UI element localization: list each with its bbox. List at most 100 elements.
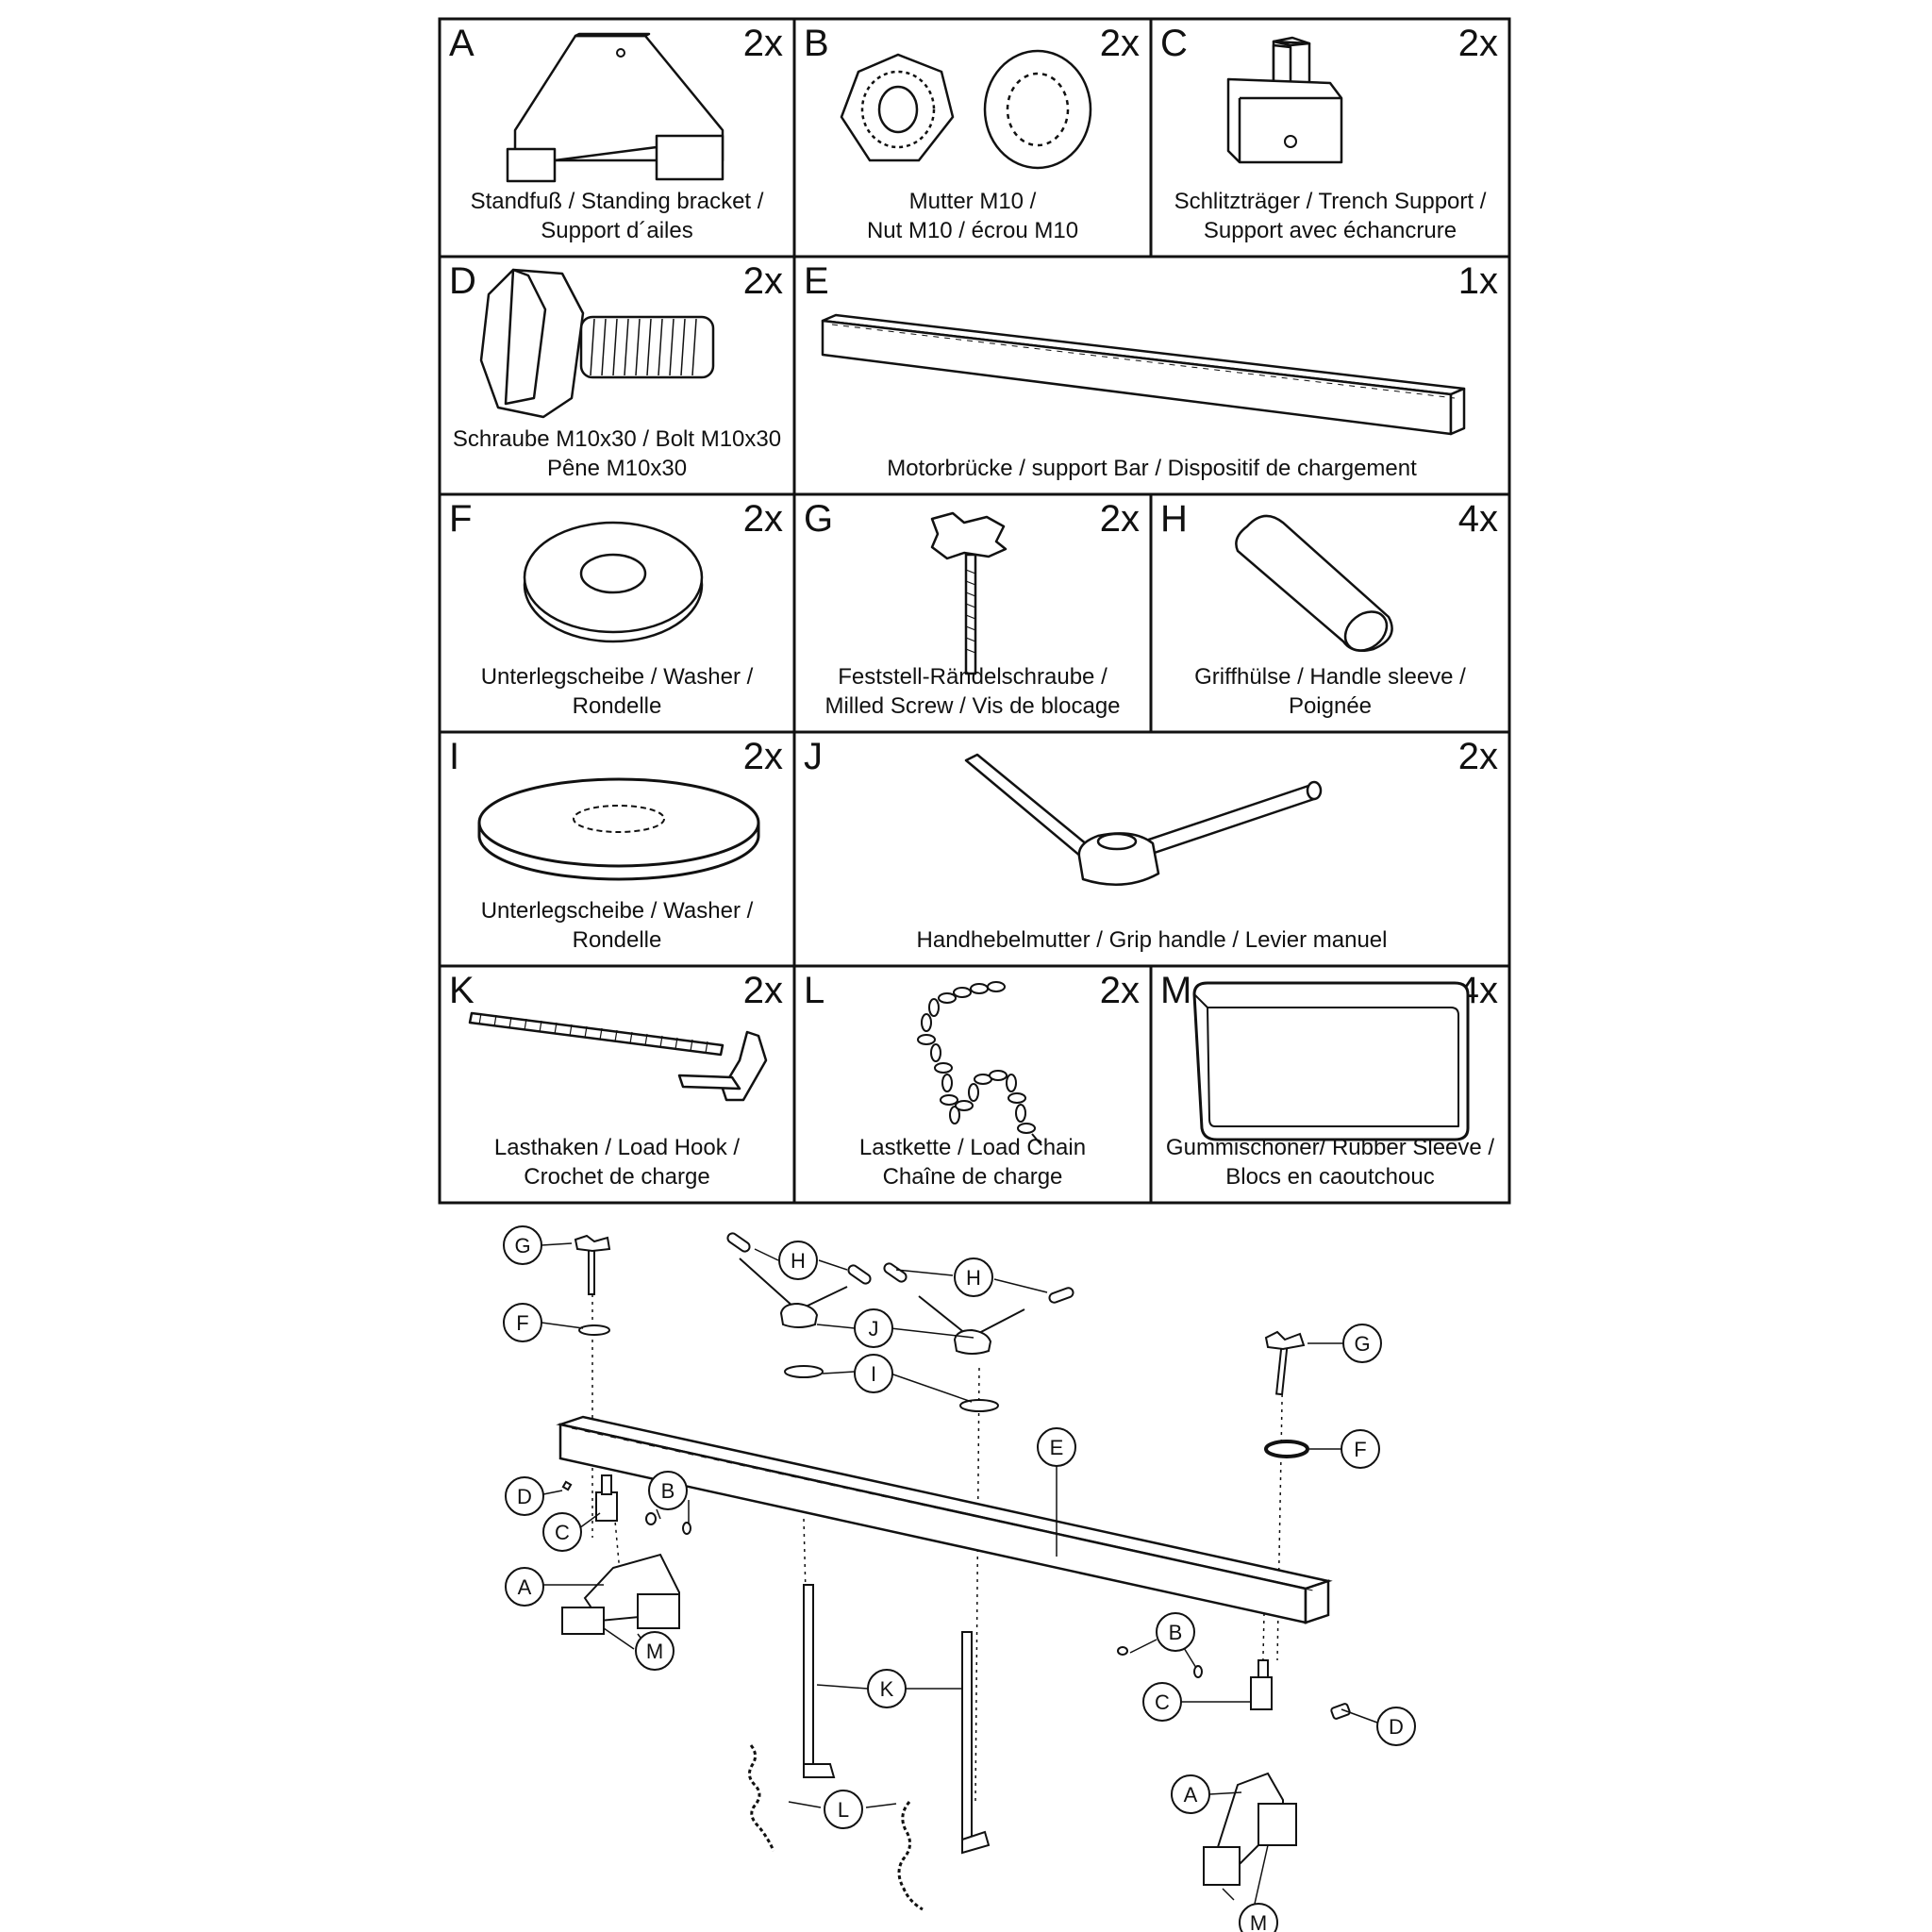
assembly-milled-screw-right — [1264, 1330, 1306, 1396]
callout-label: I — [871, 1362, 876, 1386]
assembly-handle-sleeves — [726, 1232, 1074, 1304]
callout-label: E — [1050, 1436, 1064, 1459]
part-caption: Standfuß / Standing bracket / Support d´… — [440, 187, 794, 245]
caption-line: Nut M10 / écrou M10 — [866, 218, 1079, 243]
part-caption: Unterlegscheibe / Washer / Rondelle — [440, 896, 794, 955]
caption-line: Lastkette / Load Chain — [858, 1135, 1087, 1160]
callout-label: L — [838, 1798, 849, 1822]
assembly-large-washer-right — [959, 1399, 999, 1412]
caption-line: Pêne M10x30 — [546, 456, 688, 481]
part-letter: J — [804, 736, 823, 777]
nut-and-washer-illustration — [840, 49, 1092, 170]
part-caption: Motorbrücke / support Bar / Dispositif d… — [794, 454, 1509, 483]
caption-line: Schraube M10x30 / Bolt M10x30 — [452, 426, 782, 452]
callout-label: B — [661, 1479, 675, 1503]
callout-label: D — [517, 1485, 532, 1508]
caption-line: Crochet de charge — [524, 1164, 710, 1190]
caption-line: Griffhülse / Handle sleeve / — [1194, 664, 1466, 690]
callout-label: K — [880, 1677, 894, 1701]
caption-line: Standfuß / Standing bracket / — [470, 189, 764, 214]
part-cell-D: D 2x Schraube M10x30 / Bolt M10x30 Pêne … — [440, 257, 794, 494]
caption-line: Lasthaken / Load Hook / — [493, 1135, 741, 1160]
part-cell-B: B 2x Mutter M10 / Nut M10 / écrou M10 — [794, 19, 1151, 257]
part-caption: Unterlegscheibe / Washer / Rondelle — [440, 662, 794, 721]
rubber-sleeve-illustration — [1192, 981, 1470, 1141]
callout-circles — [503, 1225, 1416, 1932]
part-quantity: 2x — [742, 970, 783, 1011]
part-cell-E: E 1x Motorbrücke / support Bar / Disposi… — [794, 257, 1509, 494]
part-quantity: 2x — [742, 498, 783, 540]
callout-label: M — [1250, 1911, 1267, 1932]
callout-label: F — [1354, 1438, 1366, 1461]
caption-line: Support d´ailes — [541, 218, 693, 243]
part-caption: Handhebelmutter / Grip handle / Levier m… — [794, 925, 1509, 955]
part-quantity: 2x — [742, 23, 783, 64]
part-cell-F: F 2x Unterlegscheibe / Washer / Rondelle — [440, 494, 794, 732]
part-letter: K — [449, 970, 475, 1011]
assembly-right-bracket-group — [1117, 1646, 1351, 1886]
callout-label: G — [514, 1234, 530, 1257]
caption-line: Handhebelmutter / Grip handle / Levier m… — [916, 927, 1388, 953]
part-quantity: 2x — [742, 736, 783, 777]
assembly-load-chains — [748, 1744, 924, 1911]
part-cell-L: L 2x Lastkette / Load Chain Chaîne de ch… — [794, 966, 1151, 1203]
load-hook-illustration — [468, 1011, 768, 1102]
part-cell-K: K 2x Lasthaken / Load Hook / Crochet de … — [440, 966, 794, 1203]
part-letter: M — [1160, 970, 1192, 1011]
caption-line: Chaîne de charge — [882, 1164, 1063, 1190]
caption-line: Milled Screw / Vis de blocage — [824, 693, 1121, 719]
parts-grid: A 2x Standfuß / Standing bracket / Suppo… — [438, 17, 1511, 1205]
callout-label: H — [966, 1266, 981, 1290]
caption-line: Rondelle — [572, 693, 662, 719]
part-letter: I — [449, 736, 460, 777]
part-cell-C: C 2x Schlitzträger / Trench Support / Su… — [1151, 19, 1509, 257]
grid-lines — [438, 17, 1511, 1205]
caption-line: Unterlegscheibe / Washer / — [480, 898, 754, 924]
callout-label: F — [516, 1311, 528, 1335]
callout-label: B — [1169, 1621, 1183, 1644]
assembly-left-bracket-group — [561, 1474, 691, 1635]
part-letter: G — [804, 498, 834, 540]
part-cell-I: I 2x Unterlegscheibe / Washer / Rondelle — [440, 732, 794, 966]
part-caption: Feststell-Rändelschraube / Milled Screw … — [794, 662, 1151, 721]
part-cell-G: G 2x Feststell-Rändelschraube / Milled S… — [794, 494, 1151, 732]
callout-label: J — [869, 1317, 879, 1341]
caption-line: Mutter M10 / — [908, 189, 1037, 214]
bolt-illustration — [479, 268, 715, 419]
callout-label: A — [1184, 1783, 1198, 1807]
part-letter: B — [804, 23, 829, 64]
handle-sleeve-illustration — [1235, 514, 1393, 652]
part-quantity: 2x — [742, 260, 783, 302]
callout-label: H — [791, 1249, 806, 1273]
part-letter: C — [1160, 23, 1188, 64]
part-caption: Lastkette / Load Chain Chaîne de charge — [794, 1133, 1151, 1191]
callout-label: C — [555, 1521, 570, 1544]
part-cell-M: M 4x Gummischoner/ Rubber Sleeve / Blocs… — [1151, 966, 1509, 1203]
part-quantity: 2x — [1457, 736, 1498, 777]
caption-line: Gummischoner/ Rubber Sleeve / — [1165, 1135, 1495, 1160]
part-cell-A: A 2x Standfuß / Standing bracket / Suppo… — [440, 19, 794, 257]
washer-illustration — [523, 521, 704, 643]
part-letter: F — [449, 498, 473, 540]
exploded-assembly-diagram: G F H H J I G F E D B C A M K L B C D A … — [503, 1225, 1416, 1932]
callout-label: G — [1354, 1332, 1370, 1356]
caption-line: Schlitzträger / Trench Support / — [1174, 189, 1487, 214]
callout-label: C — [1155, 1690, 1170, 1714]
callout-label: D — [1389, 1715, 1404, 1739]
callout-label: A — [518, 1575, 532, 1599]
part-letter: E — [804, 260, 829, 302]
support-bar-illustration — [821, 313, 1466, 436]
grip-handle-illustration — [964, 753, 1323, 887]
assembly-washer-right — [1264, 1440, 1309, 1458]
part-letter: A — [449, 23, 475, 64]
part-cell-J: J 2x Handhebelmutter / Grip handle / Lev… — [794, 732, 1509, 966]
part-caption: Mutter M10 / Nut M10 / écrou M10 — [794, 187, 1151, 245]
assembly-milled-screw-left — [574, 1234, 611, 1295]
caption-line: Blocs en caoutchouc — [1225, 1164, 1435, 1190]
part-caption: Schraube M10x30 / Bolt M10x30 Pêne M10x3… — [440, 425, 794, 483]
leader-lines — [541, 1242, 1378, 1905]
part-letter: L — [804, 970, 825, 1011]
caption-line: Feststell-Rändelschraube / — [838, 664, 1108, 690]
part-letter: D — [449, 260, 476, 302]
assembly-large-washer-left — [784, 1365, 824, 1378]
